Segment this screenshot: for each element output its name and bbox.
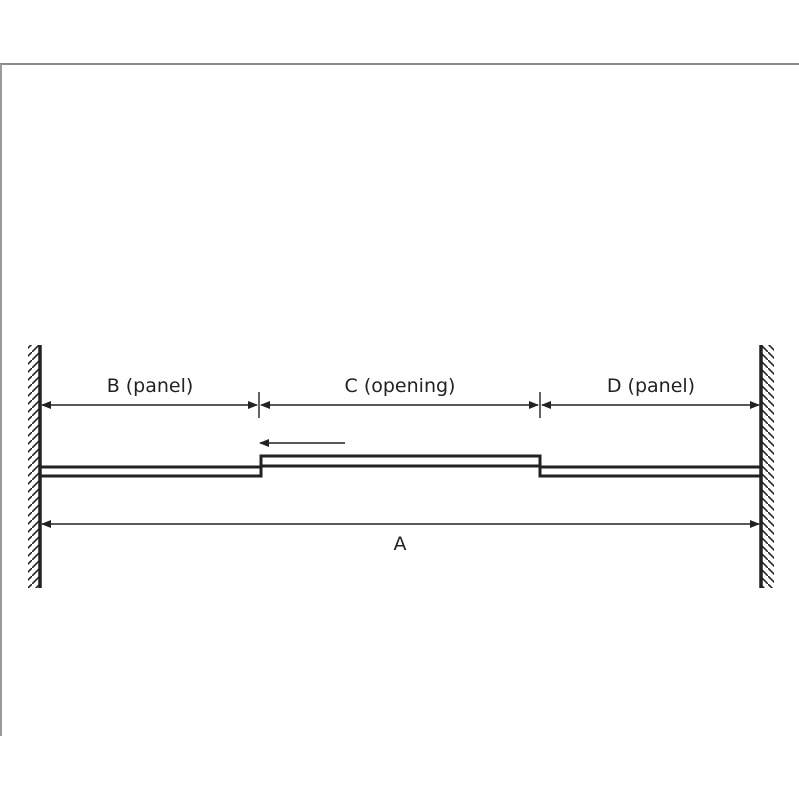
label-b: B (panel)	[107, 375, 194, 397]
right-wall-hatch-icon	[762, 345, 774, 588]
right-wall	[759, 345, 774, 588]
left-wall	[28, 345, 42, 588]
left-wall-hatch-icon	[28, 345, 40, 588]
left-panel-b	[38, 465, 263, 478]
label-c: C (opening)	[345, 375, 456, 397]
sliding-panel-c	[259, 454, 542, 468]
door-panels	[38, 454, 763, 478]
frame-left-border	[0, 64, 2, 736]
right-panel-d	[538, 465, 763, 478]
top-dimensions	[41, 392, 760, 418]
frame-top-border	[0, 63, 799, 65]
label-a: A	[394, 533, 407, 555]
label-d: D (panel)	[607, 375, 695, 397]
